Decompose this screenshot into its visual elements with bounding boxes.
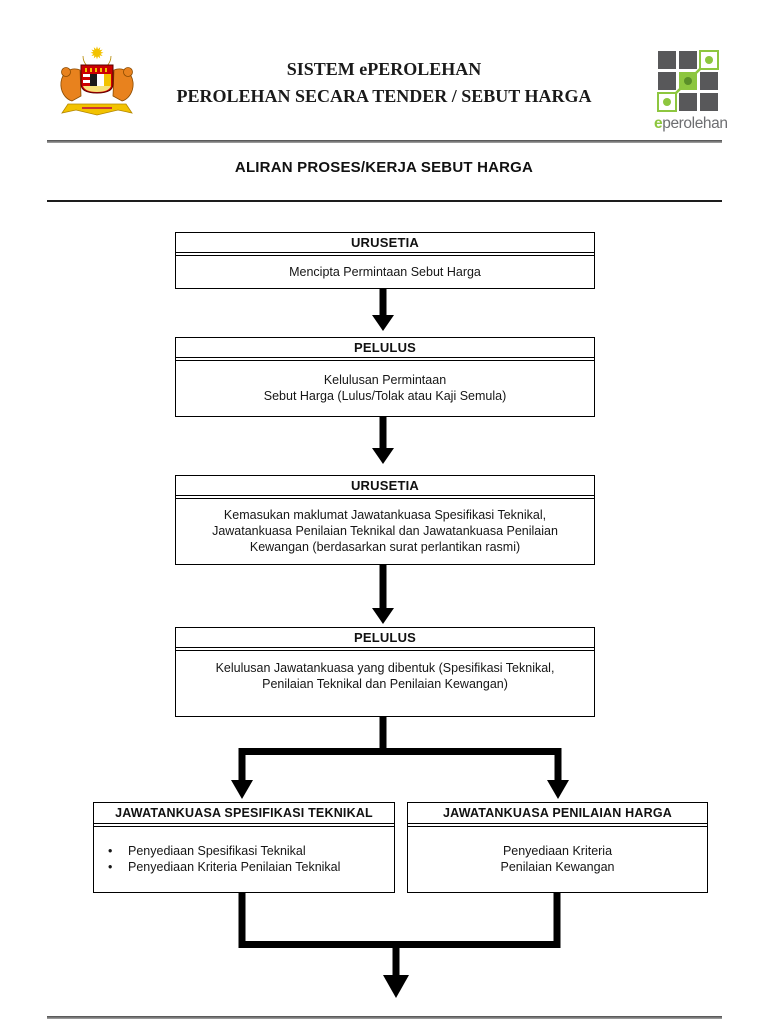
bullet-item: Penyediaan Spesifikasi Teknikal (108, 843, 388, 859)
eperolehan-grid-icon (657, 50, 719, 112)
flow-branch-split-line (238, 716, 562, 781)
flow-arrow-3 (372, 565, 394, 624)
flow-branch-left-body: Penyediaan Spesifikasi Teknikal Penyedia… (94, 825, 394, 893)
section-divider-rule (47, 200, 722, 202)
flow-branch-right-body: Penyediaan Kriteria Penilaian Kewangan (408, 825, 707, 893)
flow-step-3: URUSETIA Kemasukan maklumat Jawatankuasa… (175, 475, 595, 565)
flow-branch-left-arrowhead (231, 780, 253, 799)
flow-step-3-body: Kemasukan maklumat Jawatankuasa Spesifik… (176, 497, 594, 565)
flow-merge-arrowhead (383, 975, 409, 998)
page-header-title: SISTEM ePEROLEHAN PEROLEHAN SECARA TENDE… (0, 56, 768, 110)
flow-step-1: URUSETIA Mencipta Permintaan Sebut Harga (175, 232, 595, 289)
section-title: ALIRAN PROSES/KERJA SEBUT HARGA (234, 159, 534, 176)
footer-rule (47, 1016, 722, 1019)
tiger-right-icon (112, 68, 134, 102)
flow-arrow-1 (372, 289, 394, 331)
tiger-left-icon (60, 68, 82, 102)
flow-branch-right: JAWATANKUASA PENILAIAN HARGA Penyediaan … (407, 802, 708, 893)
flow-step-1-body: Mencipta Permintaan Sebut Harga (176, 254, 594, 289)
flow-arrow-2 (372, 417, 394, 464)
bullet-item: Penyediaan Kriteria Penilaian Teknikal (108, 859, 388, 875)
flow-step-3-role: URUSETIA (176, 476, 594, 496)
title-line-1: SISTEM ePEROLEHAN (286, 59, 482, 79)
flow-branch-left-title: JAWATANKUASA SPESIFIKASI TEKNIKAL (94, 803, 394, 824)
flow-step-2-role: PELULUS (176, 338, 594, 358)
eperolehan-logo: eperolehan (654, 50, 728, 133)
eperolehan-wordmark: eperolehan (654, 115, 728, 132)
flow-step-4-body: Kelulusan Jawatankuasa yang dibentuk (Sp… (176, 649, 594, 717)
malaysia-coat-of-arms-icon: ✹ (60, 44, 134, 116)
flow-step-4-role: PELULUS (176, 628, 594, 648)
banner-ribbon-icon (61, 103, 133, 116)
flow-step-2: PELULUS Kelulusan Permintaan Sebut Harga… (175, 337, 595, 417)
star-icon: ✹ (90, 44, 104, 64)
flow-merge-line (238, 892, 561, 976)
flow-branch-right-title: JAWATANKUASA PENILAIAN HARGA (408, 803, 707, 824)
flow-branch-right-arrowhead (547, 780, 569, 799)
flow-branch-left: JAWATANKUASA SPESIFIKASI TEKNIKAL Penyed… (93, 802, 395, 893)
flow-step-4: PELULUS Kelulusan Jawatankuasa yang dibe… (175, 627, 595, 717)
title-line-2: PEROLEHAN SECARA TENDER / SEBUT HARGA (176, 86, 592, 106)
branch-left-bullet-list: Penyediaan Spesifikasi Teknikal Penyedia… (94, 843, 394, 875)
flow-step-2-body: Kelulusan Permintaan Sebut Harga (Lulus/… (176, 359, 594, 417)
flow-step-1-role: URUSETIA (176, 233, 594, 253)
header-divider-rule (47, 140, 722, 143)
